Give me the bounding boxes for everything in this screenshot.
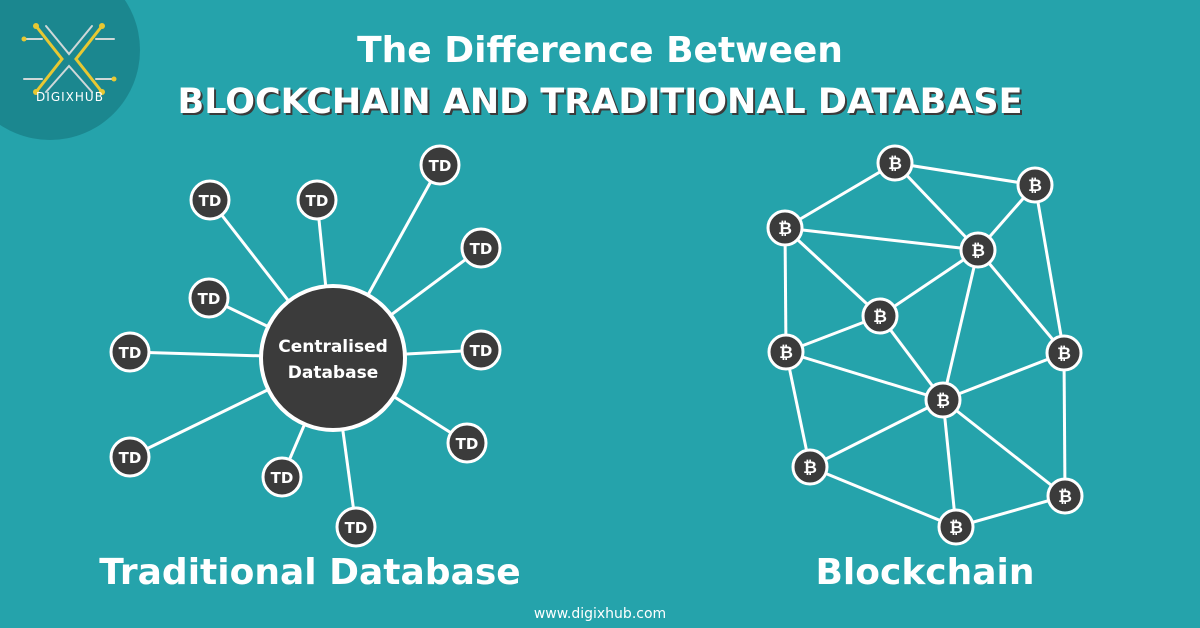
bitcoin-icon: ₿ <box>1058 487 1072 507</box>
blockchain-node: ₿ <box>861 297 899 335</box>
td-node: TD <box>335 506 377 548</box>
blockchain-node: ₿ <box>767 333 805 371</box>
td-node-label: TD <box>199 192 222 210</box>
title-line-2: BLOCKCHAIN AND TRADITIONAL DATABASE <box>177 82 1023 122</box>
td-node-label: TD <box>429 157 452 175</box>
bitcoin-icon: ₿ <box>971 241 985 261</box>
bitcoin-icon: ₿ <box>1057 344 1071 364</box>
td-node: TD <box>109 331 151 373</box>
website-url: www.digixhub.com <box>533 606 667 622</box>
td-node-label: TD <box>119 344 142 362</box>
bitcoin-icon: ₿ <box>936 391 950 411</box>
blockchain-edge <box>894 161 1036 187</box>
td-node-label: TD <box>470 342 493 360</box>
brand-name: DIGIXHUB <box>36 90 104 104</box>
traditional-database-label: Traditional Database <box>99 552 521 593</box>
blockchain-edge <box>784 226 979 252</box>
blockchain-node: ₿ <box>959 231 997 269</box>
blockchain-node: ₿ <box>1045 334 1083 372</box>
bitcoin-icon: ₿ <box>1028 176 1042 196</box>
traditional-nodes: TD TD TD TD TD TD TD TD TD TD TD <box>109 144 502 548</box>
bitcoin-icon: ₿ <box>779 343 793 363</box>
blockchain-edge <box>1062 352 1067 497</box>
blockchain-edge <box>1033 184 1066 354</box>
blockchain-edge <box>893 161 980 252</box>
blockchain-edge <box>784 351 812 468</box>
blockchain-node: ₿ <box>924 381 962 419</box>
blockchain-edges <box>783 161 1067 529</box>
blockchain-label: Blockchain <box>815 552 1035 593</box>
blockchain-edge <box>809 398 944 469</box>
td-node: TD <box>296 179 338 221</box>
blockchain-edge <box>942 398 1066 498</box>
title-line-1: The Difference Between <box>357 30 843 71</box>
td-node: TD <box>460 329 502 371</box>
td-node: TD <box>419 144 461 186</box>
blockchain-edge <box>879 248 979 318</box>
blockchain-edge <box>783 226 882 318</box>
bitcoin-icon: ₿ <box>873 307 887 327</box>
blockchain-node: ₿ <box>1016 166 1054 204</box>
td-node: TD <box>446 422 488 464</box>
blockchain-edge <box>809 465 957 529</box>
blockchain-edge <box>785 350 944 402</box>
td-node: TD <box>460 227 502 269</box>
digixhub-logo-icon <box>21 23 117 95</box>
td-node-label: TD <box>456 435 479 453</box>
td-node-label: TD <box>345 519 368 537</box>
blockchain-edge <box>784 161 896 230</box>
bitcoin-icon: ₿ <box>778 219 792 239</box>
td-node: TD <box>261 456 303 498</box>
td-node: TD <box>109 436 151 478</box>
center-label-line-2: Database <box>288 363 378 383</box>
bitcoin-icon: ₿ <box>888 154 902 174</box>
blockchain-edge <box>941 249 980 401</box>
blockchain-node: ₿ <box>766 209 804 247</box>
blockchain-nodes: ₿ ₿ ₿ ₿ ₿ ₿ ₿ ₿ ₿ ₿ ₿ <box>766 144 1084 546</box>
blockchain-edge <box>955 494 1066 529</box>
blockchain-node: ₿ <box>937 508 975 546</box>
blockchain-node: ₿ <box>1046 477 1084 515</box>
centralised-database-node: Centralised Database <box>259 284 407 432</box>
center-label-line-1: Centralised <box>278 337 388 357</box>
blockchain-node: ₿ <box>791 448 829 486</box>
td-node-label: TD <box>306 192 329 210</box>
blockchain-edge <box>783 227 788 353</box>
blockchain-node: ₿ <box>876 144 914 182</box>
blockchain-edge <box>941 399 958 528</box>
bitcoin-icon: ₿ <box>949 518 963 538</box>
td-node-label: TD <box>198 290 221 308</box>
bitcoin-icon: ₿ <box>803 458 817 478</box>
blockchain-edge <box>976 249 1066 354</box>
td-node-label: TD <box>470 240 493 258</box>
blockchain-edge <box>942 351 1065 402</box>
td-node: TD <box>188 277 230 319</box>
td-node: TD <box>189 179 231 221</box>
td-node-label: TD <box>119 449 142 467</box>
td-node-label: TD <box>271 469 294 487</box>
